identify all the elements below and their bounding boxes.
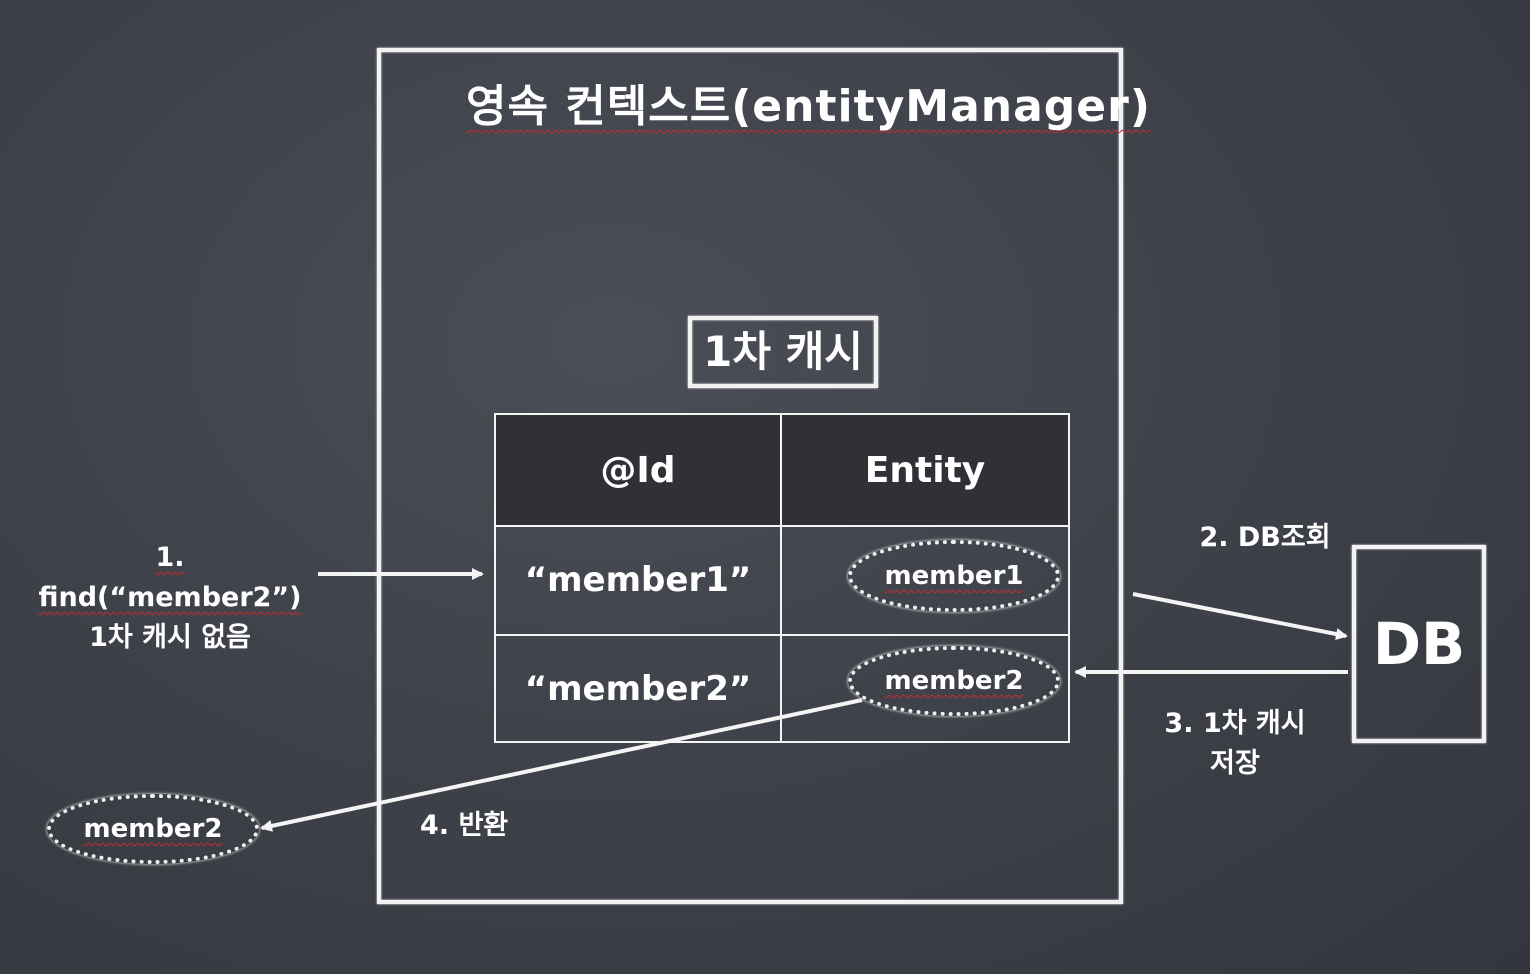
step1-note: 1. find(“member2”) 1차 캐시 없음 [20,538,320,658]
header-entity: Entity [864,449,986,491]
table-header-row: @Id Entity [496,415,1068,527]
step3-note: 3. 1차 캐시 저장 [1150,704,1320,784]
entity-member1-ellipse: member1 [848,540,1060,612]
step2-note: 2. DB조회 [1199,522,1331,553]
table-row: “member1” [496,525,1068,636]
first-level-cache-label-box [688,316,878,388]
entity-member2-label: member2 [884,666,1024,696]
returned-entity-ellipse: member2 [47,794,259,864]
step3-line1: 3. 1차 캐시 [1164,708,1306,739]
returned-entity-label: member2 [83,814,223,844]
db-box [1352,545,1486,743]
row-id-member1: “member1” [496,525,782,634]
step3-line2: 저장 [1210,748,1260,779]
first-level-cache-table: @Id Entity “member1” “member2” [494,413,1070,743]
arrow-return-entity [260,698,863,832]
step1-line2: 1차 캐시 없음 [89,622,251,653]
step4-note: 4. 반환 [420,810,509,841]
arrow-cache-to-db [1132,592,1348,640]
step1-line1: 1. find(“member2”) [38,542,302,613]
first-level-cache-label: 1차 캐시 [703,327,863,376]
table-row: “member2” [496,636,1068,741]
row-id-member2: “member2” [496,636,782,741]
entity-member1-label: member1 [884,561,1024,591]
header-id: @Id [496,415,782,525]
db-label: DB [1372,610,1466,678]
entity-member2-ellipse: member2 [848,646,1060,716]
persistence-context-box [377,48,1123,904]
persistence-context-title: 영속 컨텍스트(entityManager) [466,81,1151,132]
